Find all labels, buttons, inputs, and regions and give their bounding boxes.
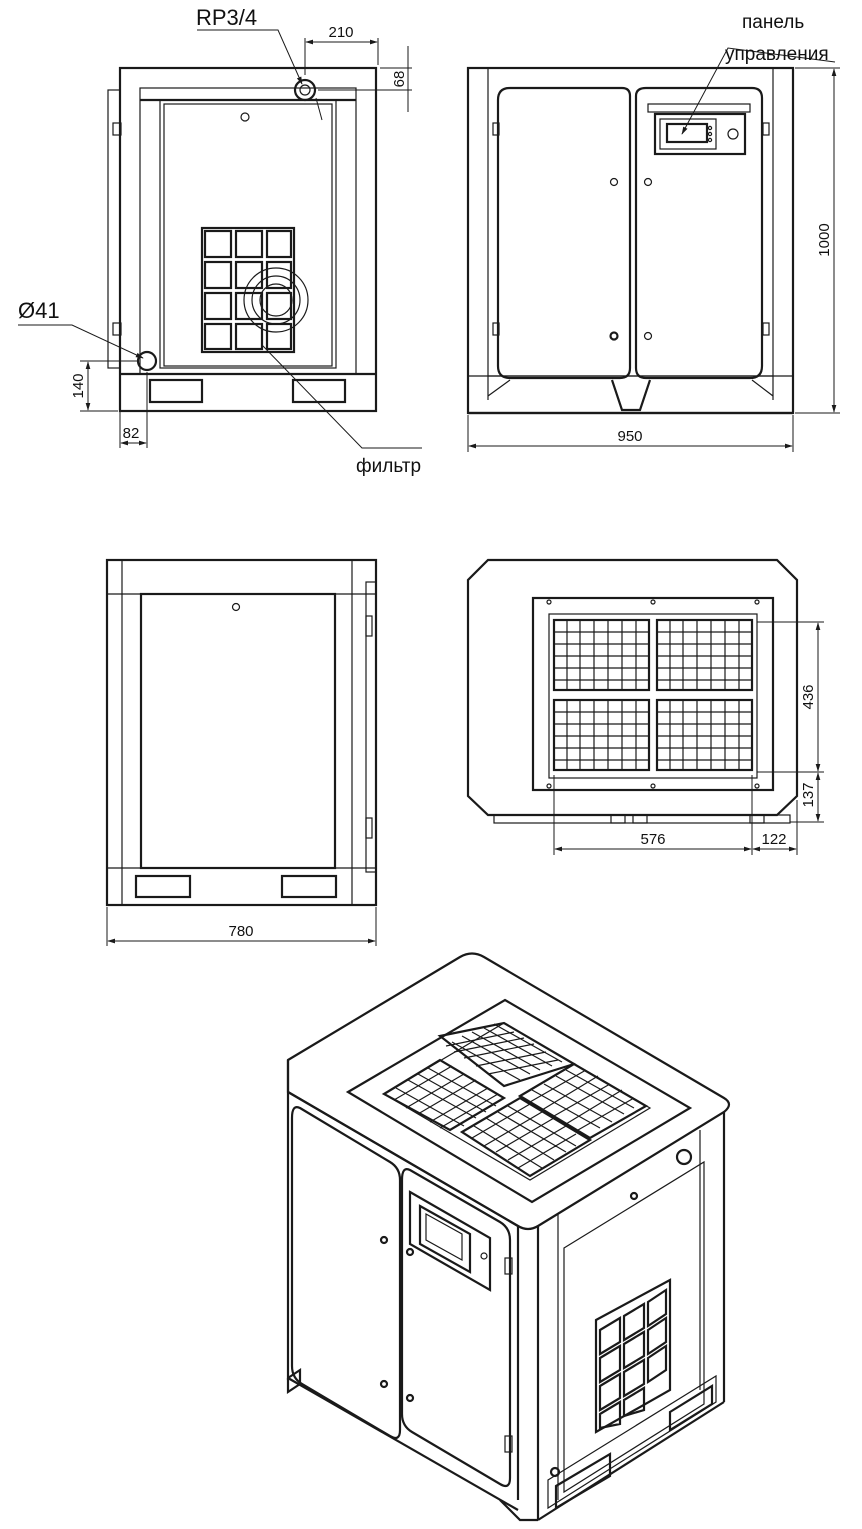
rear-view: 780	[105, 558, 378, 946]
dim-grille-height: 436	[800, 684, 817, 709]
dim-height: 1000	[816, 223, 833, 256]
dim-drain-offset: 82	[123, 425, 140, 442]
front-view: панель управления 1000 950	[466, 12, 840, 452]
left-door	[496, 86, 632, 380]
side-view-filter: 210 68 RP3/4 Ø41 140 82 фильтр	[18, 5, 422, 477]
grille-top-right	[655, 618, 754, 692]
grille-bottom-left	[552, 698, 651, 772]
label-control-panel-2: управления	[725, 44, 829, 65]
iso-left-door	[290, 1106, 402, 1440]
grille-top-left	[552, 618, 651, 692]
outlet-connection	[293, 78, 317, 102]
right-door	[634, 86, 764, 380]
dim-grille-width: 576	[640, 831, 665, 848]
iso-control-door	[400, 1168, 512, 1488]
dim-side-width: 780	[228, 923, 253, 940]
filter-window	[200, 226, 309, 354]
label-connection-thread: RP3/4	[196, 5, 257, 30]
control-panel	[647, 103, 751, 156]
dim-grille-side-offset: 122	[761, 831, 786, 848]
dim-drain-height: 140	[70, 373, 87, 398]
isometric-view	[286, 952, 731, 1522]
label-drain-diameter: Ø41	[18, 298, 60, 323]
top-grille-mesh	[381, 1021, 649, 1178]
dim-front-width: 950	[617, 428, 642, 445]
grille-bottom-right	[655, 698, 754, 772]
label-filter: фильтр	[356, 456, 421, 477]
top-panel	[286, 952, 731, 1231]
dim-outlet-offset: 210	[328, 24, 353, 41]
dim-grille-bottom-offset: 137	[800, 782, 817, 807]
top-view: 436 137 576 122	[466, 558, 824, 855]
label-control-panel-1: панель	[742, 12, 804, 33]
dim-outlet-height: 68	[391, 71, 408, 88]
iso-filter-window	[594, 1278, 672, 1434]
drain-port	[136, 350, 158, 372]
